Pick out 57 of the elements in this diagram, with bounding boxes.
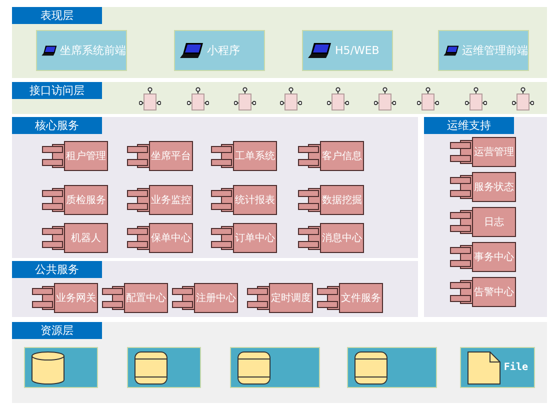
service-box: 注册中心: [194, 283, 238, 313]
layer-title: 核心服务: [12, 117, 102, 134]
service-box: 客户信息: [320, 141, 364, 171]
interface-symbol: [327, 87, 349, 111]
service-box: 质检服务: [64, 185, 108, 215]
service-box: 文件服务: [339, 283, 383, 313]
layer-panel: [424, 117, 547, 317]
layer-panel: [12, 7, 547, 78]
client-box: [302, 30, 393, 71]
layer-title: 公共服务: [12, 261, 102, 278]
interface-symbol: [187, 87, 209, 111]
client-name: 运维管理前端: [462, 43, 528, 58]
client-box: [36, 30, 127, 71]
interface-symbol: [417, 87, 439, 111]
client-name: H5/WEB: [335, 44, 380, 57]
layer-title: 运维支持: [424, 117, 514, 134]
service-box: 告警中心: [472, 277, 516, 307]
service-box: 定时调度: [269, 283, 313, 313]
layer-panel: [12, 322, 547, 403]
service-box: 消息中心: [320, 223, 364, 253]
client-name: 小程序: [207, 43, 240, 58]
service-box: 机器人: [64, 223, 108, 253]
layer-title: 表现层: [12, 7, 102, 24]
service-box: 运营管理: [472, 137, 516, 167]
service-box: 服务状态: [472, 172, 516, 202]
service-box: 工单系统: [233, 141, 277, 171]
service-box: 订单中心: [233, 223, 277, 253]
service-box: 数据挖掘: [320, 185, 364, 215]
interface-symbol: [374, 87, 396, 111]
service-box: 日志: [472, 207, 516, 237]
interface-symbol: [280, 87, 302, 111]
service-box: 事务中心: [472, 242, 516, 272]
service-box: 坐席平台: [149, 141, 193, 171]
service-box: 业务网关: [54, 283, 98, 313]
layer-title: 资源层: [12, 322, 102, 339]
storage-box: [127, 347, 201, 388]
layer-panel: [12, 261, 418, 317]
client-name: 坐席系统前端: [60, 43, 126, 58]
storage-name: File: [504, 362, 528, 373]
storage-box: [347, 347, 437, 388]
interface-symbol: [465, 87, 487, 111]
storage-box: [230, 347, 320, 388]
service-box: 保单中心: [149, 223, 193, 253]
client-box: [174, 30, 265, 71]
interface-symbol: [139, 87, 161, 111]
service-box: 业务监控: [149, 185, 193, 215]
service-box: 统计报表: [233, 185, 277, 215]
layer-title: 接口访问层: [12, 82, 102, 99]
interface-symbol: [512, 87, 534, 111]
service-box: 配置中心: [124, 283, 168, 313]
layer-panel: [12, 82, 547, 114]
service-box: 租户管理: [64, 141, 108, 171]
storage-box: [460, 347, 535, 388]
storage-box: [24, 347, 98, 388]
client-box: [438, 30, 529, 71]
interface-symbol: [234, 87, 256, 111]
layer-panel: [12, 117, 418, 258]
